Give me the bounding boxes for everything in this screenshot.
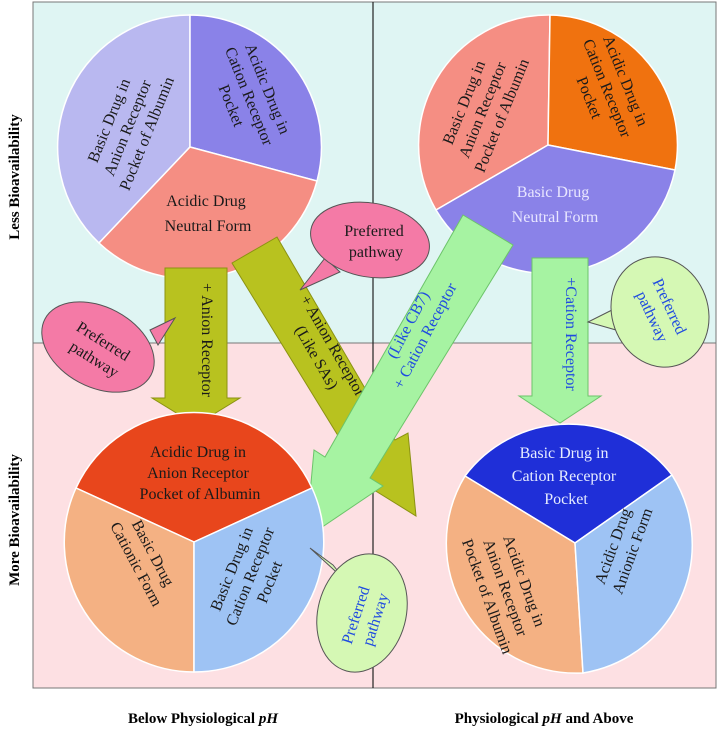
bl-top-text: Acidic Drug in Anion Receptor Pocket of … [140,444,261,503]
tr-neutral-text: Basic Drug Neutral Form [512,184,599,226]
br-top-segment [463,423,674,544]
tr-basic-segment [417,14,551,212]
preferred-pathway-bubble-left [41,301,177,393]
tl-acidic-segment [189,14,323,182]
cation-receptor-diagonal-arrow [305,214,514,540]
preferred-pathway-bubble-center-top [299,201,430,291]
bl-right-segment [193,487,325,673]
cation-receptor-vertical-arrow [517,257,603,424]
br-top-text: Basic Drug in Cation Receptor Pocket [512,445,620,508]
tl-neutral-text: Acidic Drug Neutral Form [165,193,252,235]
bl-left-segment [63,487,195,673]
less-bioavailability-label: Less Bioavailability [7,114,23,240]
tl-basic-segment [56,14,191,245]
cation-receptor-vertical-label: +Cation Receptor [562,277,579,391]
top-right-circle [417,14,679,275]
more-bioavailability-label: More Bioavailability [7,454,23,586]
br-left-segment [445,474,584,674]
below-physiological-ph-caption: Below Physiological pH [128,711,279,727]
anion-receptor-vertical-label: + Anion Receptor [198,283,215,398]
tr-acidic-segment [547,14,679,171]
preferred-pathway-bubble-right [586,256,710,368]
bubble-center-top-text: Preferred pathway [344,223,408,261]
physiological-ph-above-caption: Physiological pH and Above [455,711,634,727]
br-right-segment [574,473,693,674]
preferred-pathway-bubble-center-bottom [309,547,408,673]
anion-receptor-vertical-arrow [150,267,242,426]
bottom-right-circle [445,423,693,674]
bl-top-segment [75,411,313,543]
bottom-left-circle [63,411,325,673]
